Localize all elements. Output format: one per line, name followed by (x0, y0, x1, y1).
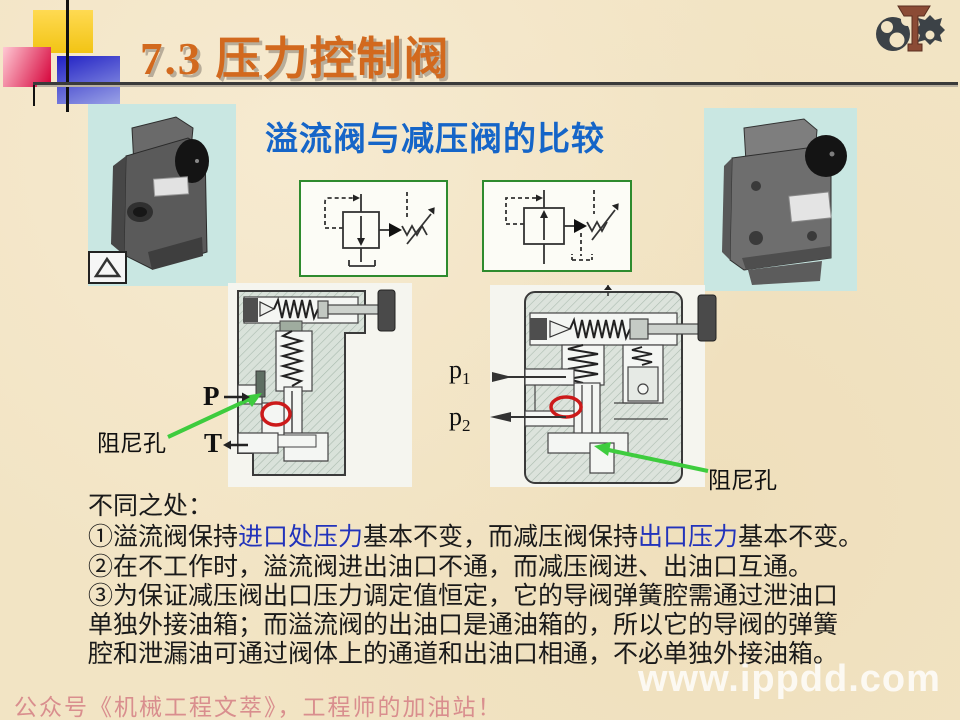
damping-label-left: 阻尼孔 (97, 431, 166, 456)
damping-label-right: 阻尼孔 (708, 468, 777, 493)
reducing-valve-section (490, 285, 725, 487)
relief-valve-photo (88, 104, 236, 286)
deco-yellow-square (33, 10, 93, 53)
gears-press-logo-icon (872, 4, 946, 58)
reducing-valve-photo (704, 108, 857, 291)
deco-left-tick (33, 82, 35, 106)
pressure-label-p1: p1 (449, 355, 471, 389)
page-title: 7.3 压力控制阀 (140, 34, 451, 84)
relief-valve-symbol (299, 180, 448, 277)
deco-vertical-line (66, 0, 69, 112)
reducing-valve-symbol (482, 180, 632, 272)
watermark-text: www.ippdd.com (638, 658, 941, 700)
difference-line-4: 单独外接油箱；而溢流阀的出油口是通油箱的，所以它的导阀的弹簧 (88, 612, 839, 639)
difference-line-3: ③为保证减压阀出口压力调定值恒定，它的导阀弹簧腔需通过泄油口 (88, 583, 839, 610)
differences-heading: 不同之处： (88, 493, 214, 520)
title-underline (33, 82, 958, 85)
difference-line-1: ①溢流阀保持进口处压力基本不变，而减压阀保持出口压力基本不变。 (88, 524, 864, 551)
page-subtitle: 溢流阀与减压阀的比较 (265, 122, 605, 158)
warning-triangle-icon (88, 251, 127, 284)
difference-line-5: 腔和泄漏油可通过阀体上的通道和出油口相通，不必单独外接油箱。 (88, 641, 839, 668)
title-underline-shadow (37, 85, 958, 87)
port-label-p: P (203, 381, 220, 411)
pressure-label-p2: p2 (449, 402, 471, 436)
deco-pink-square (3, 47, 51, 87)
relief-valve-section (228, 283, 412, 487)
footer-text: 公众号《机械工程文萃》，工程师的加油站！ (14, 695, 503, 720)
port-label-t: T (204, 428, 223, 458)
difference-line-2: ②在不工作时，溢流阀进出油口不通，而减压阀进、出油口互通。 (88, 554, 814, 581)
